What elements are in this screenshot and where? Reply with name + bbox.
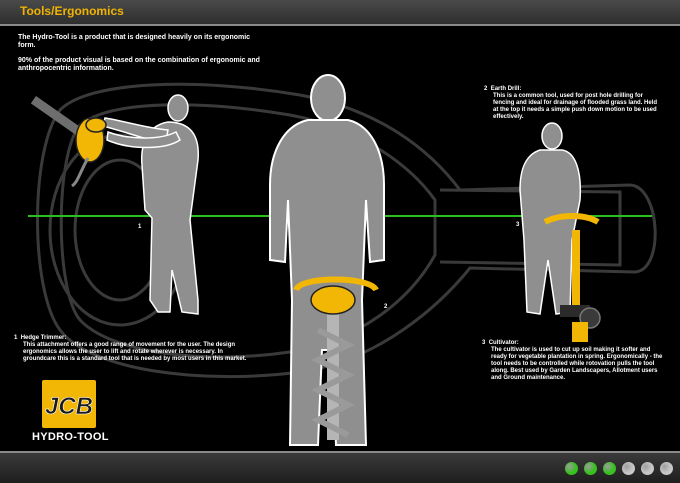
figure-hedge-trimmer-user [102,94,199,315]
figure-cultivator-user [519,122,582,315]
figure-number-2: 2 [384,304,388,310]
intro-paragraph-2: 90% of the product visual is based on th… [18,57,260,72]
note-earth-drill-body: This is a common tool, used for post hol… [493,93,658,120]
cultivator-tool-graphic [543,213,601,342]
jcb-logo: JCB [42,380,96,428]
page-dot-1[interactable] [565,462,578,475]
product-name: HYDRO-TOOL [32,431,109,443]
page-dot-5[interactable] [641,462,654,475]
note-hedge-trimmer-heading: 1 Hedge Trimmer: [14,335,67,341]
figure-number-3: 3 [516,222,520,228]
hedge-trimmer-tool-graphic [30,96,107,188]
note-earth-drill: 2 Earth Drill: This is a common tool, us… [484,86,664,121]
note-cultivator-heading: 3 Cultivator: [482,340,519,346]
title-bar: Tools/Ergonomics [0,0,680,26]
note-cultivator: 3 Cultivator: The cultivator is used to … [482,340,667,382]
page-dot-2[interactable] [584,462,597,475]
note-cultivator-body: The cultivator is used to cut up soil ma… [491,347,663,381]
intro-paragraph-1: The Hydro-Tool is a product that is desi… [18,34,251,49]
jcb-logo-lettering: JCB [45,393,93,420]
page-dot-4[interactable] [622,462,635,475]
page-dot-6[interactable] [660,462,673,475]
jcb-logo-mark: JCB [44,382,94,426]
page-title: Tools/Ergonomics [20,4,124,18]
earth-drill-tool-graphic [293,276,379,440]
ergonomics-illustration: The Hydro-Tool is a product that is desi… [0,26,680,451]
illustration-canvas [28,74,657,446]
note-earth-drill-heading: 2 Earth Drill: [484,86,522,92]
footer-bar [0,451,680,483]
note-hedge-trimmer: 1 Hedge Trimmer: This attachment offers … [14,335,254,363]
page-dot-3[interactable] [603,462,616,475]
figure-number-1: 1 [138,224,142,230]
intro-text: The Hydro-Tool is a product that is desi… [18,34,268,80]
note-hedge-trimmer-body: This attachment offers a good range of m… [23,342,247,362]
